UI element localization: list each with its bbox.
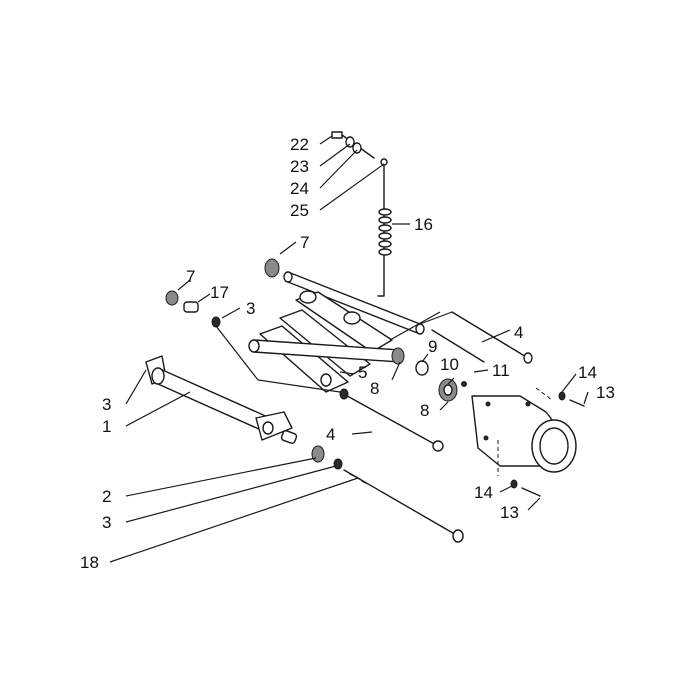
bushing-7-upper (264, 258, 280, 278)
upper-shaft (264, 258, 425, 335)
washer-14-lower (510, 479, 518, 489)
callout-3-mid: 3 (246, 299, 255, 318)
bolt-4-lower (339, 391, 439, 447)
callout-3-left: 3 (102, 395, 111, 414)
callout-16: 16 (414, 215, 433, 234)
callout-11: 11 (492, 361, 510, 380)
callout-13-lower: 13 (500, 503, 519, 522)
callout-18: 18 (80, 553, 99, 572)
washer-9 (415, 360, 429, 376)
callout-10: 10 (440, 355, 459, 374)
lower-axle (311, 445, 464, 543)
left-small-parts (165, 290, 221, 328)
bushing-17 (183, 301, 199, 313)
callout-24: 24 (290, 179, 309, 198)
spacer (280, 430, 298, 444)
washer-14-upper (558, 391, 566, 401)
screw-11 (461, 381, 467, 387)
housing-ring (531, 419, 577, 473)
right-small-parts (431, 329, 485, 402)
washer-24 (352, 142, 362, 154)
rod-assembly (331, 131, 392, 297)
leader-lines (109, 135, 589, 563)
rod-hook (377, 287, 385, 297)
callout-1: 1 (102, 417, 111, 436)
swing-arm-5 (248, 290, 429, 393)
callout-3-lower: 3 (102, 513, 111, 532)
bearing-housing (471, 387, 585, 497)
callout-4-upper: 4 (514, 323, 523, 342)
callout-14-lower: 14 (474, 483, 493, 502)
long-bolts (339, 311, 533, 452)
callout-14-upper: 14 (578, 363, 597, 382)
screw-13-upper (569, 399, 585, 407)
callout-25: 25 (290, 201, 309, 220)
bolt-head-22 (331, 131, 343, 139)
shaft-tube (157, 367, 271, 435)
nut-3-lower (333, 458, 343, 470)
callout-9: 9 (428, 337, 437, 356)
callout-2: 2 (102, 487, 111, 506)
housing-bore (539, 427, 569, 465)
callout-13-upper: 13 (596, 383, 615, 402)
bolt-thin (431, 329, 485, 363)
screw-13-lower (521, 487, 541, 497)
main-shaft-1 (145, 355, 298, 444)
nut-3-mid (211, 316, 221, 328)
spring-16 (378, 208, 392, 256)
callout-7-upper: 7 (300, 233, 309, 252)
bolt-4-upper (451, 311, 529, 359)
callout-5: 5 (358, 363, 367, 382)
washer-23 (345, 136, 355, 148)
callout-22: 22 (290, 135, 309, 154)
callout-8-mid: 8 (370, 379, 379, 398)
callout-4-lower: 4 (326, 425, 335, 444)
callout-23: 23 (290, 157, 309, 176)
nut-7-left (165, 290, 179, 306)
bushing-2 (311, 445, 325, 463)
callout-labels: 22 23 24 25 16 7 7 17 3 4 9 10 5 11 14 8… (80, 135, 615, 572)
axle-18 (343, 469, 459, 537)
bushing-8-upper (391, 347, 405, 365)
callout-17: 17 (210, 283, 229, 302)
callout-8-right: 8 (420, 401, 429, 420)
callout-7-left: 7 (186, 267, 195, 286)
